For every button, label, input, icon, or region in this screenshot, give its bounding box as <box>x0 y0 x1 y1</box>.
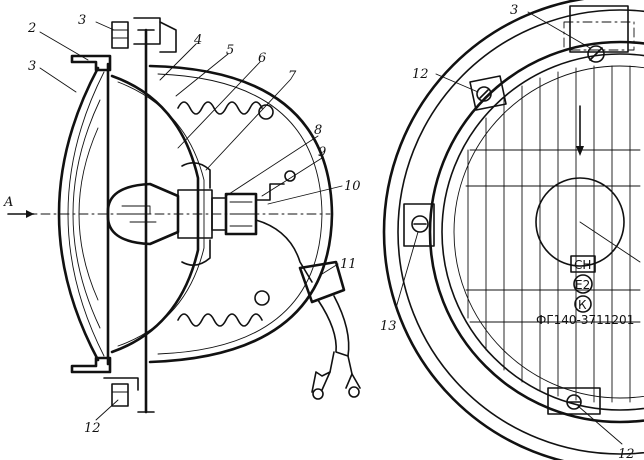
mark-part-number: ФГ140-3711201 <box>536 313 634 327</box>
bottom-lug <box>547 387 601 415</box>
callout-side-11: 11 <box>340 257 357 272</box>
left-screw <box>411 215 429 233</box>
upper-spring-eye <box>258 104 274 120</box>
mark-k-circle <box>574 295 592 313</box>
lens-flute-2 <box>78 127 99 301</box>
upper-left-screw <box>476 86 492 102</box>
callout-side-3-top: 3 <box>78 13 86 28</box>
socket <box>224 192 258 236</box>
bulb-filament-1 <box>121 205 151 215</box>
upper-left-screw-slot <box>479 89 489 99</box>
side-leaders <box>39 21 343 421</box>
callout-side-5: 5 <box>226 43 234 58</box>
lower-spring <box>177 313 263 327</box>
reflector-back <box>117 81 205 347</box>
front-leaders <box>395 11 623 445</box>
callout-front-3: 3 <box>510 3 518 18</box>
mark-e2-circle <box>573 274 593 294</box>
wire-lug <box>284 170 296 182</box>
housing-shell <box>148 64 334 364</box>
left-lug <box>403 203 435 247</box>
top-tab <box>569 5 629 53</box>
reflector-cut-line <box>579 221 641 263</box>
bottom-screw-head <box>111 383 129 407</box>
mark-k: К <box>578 298 587 312</box>
lens-horizontal-lines <box>465 149 641 323</box>
wire-terminal-1 <box>311 371 331 393</box>
callout-side-7: 7 <box>288 69 297 84</box>
bezel-ring <box>428 40 644 424</box>
side-view: 3 2 3 4 5 6 7 8 9 10 11 12 A <box>3 13 361 436</box>
bulb-glass <box>106 182 180 246</box>
terminal-eye-2 <box>348 386 360 398</box>
callout-front-13: 13 <box>380 319 397 334</box>
top-screw-slot <box>589 47 603 61</box>
rim-bottom <box>70 356 112 374</box>
lens-flutes <box>467 65 631 403</box>
lower-spring-eye <box>254 290 270 306</box>
callout-front-12-top: 12 <box>412 67 429 82</box>
wire-terminal-2 <box>345 373 361 389</box>
outer-ring <box>382 0 585 460</box>
top-screw <box>587 45 605 63</box>
holder-clip-bottom <box>181 239 211 266</box>
upper-left-lug <box>469 75 507 111</box>
lens-edge <box>441 53 644 411</box>
lens-outer <box>57 66 100 362</box>
reflector-centre <box>535 177 625 267</box>
terminal-eye-1 <box>312 388 324 400</box>
callout-side-4: 4 <box>193 33 202 48</box>
top-screw-head <box>111 21 129 49</box>
callout-side-3-lens: 3 <box>28 59 36 74</box>
callout-side-9: 9 <box>318 145 326 160</box>
holder-clip-top <box>181 162 211 189</box>
top-clip <box>159 21 177 53</box>
axis-arrow-head <box>26 210 34 218</box>
cable-sheath <box>317 295 350 357</box>
callout-side-10: 10 <box>344 179 361 194</box>
callout-front-12-bottom: 12 <box>618 447 635 460</box>
outer-ring-inner <box>397 9 644 455</box>
callout-side-12: 12 <box>84 421 101 436</box>
cable-wires <box>329 351 353 375</box>
callout-side-6: 6 <box>258 51 266 66</box>
lens-inner-ring <box>453 65 644 399</box>
bottom-bracket <box>103 377 139 391</box>
bottom-screw <box>566 394 582 410</box>
socket-wire-bottom <box>255 219 313 283</box>
lens-flute-1 <box>72 99 101 329</box>
flange-ends <box>137 29 155 413</box>
front-view: СН E2 К ФГ140-3711201 3 12 13 12 <box>380 0 644 460</box>
callout-side-2: 2 <box>27 21 36 36</box>
top-bracket <box>133 17 161 45</box>
mark-ch: СН <box>574 258 591 272</box>
housing-inner <box>157 73 323 355</box>
rim-top <box>70 54 112 72</box>
mark-ch-box <box>570 255 596 273</box>
callout-side-8: 8 <box>314 123 322 138</box>
socket-wire-top <box>255 183 285 201</box>
reflector <box>110 74 200 354</box>
mark-e2: E2 <box>575 278 590 292</box>
upper-spring <box>177 101 263 115</box>
axis-label-a: A <box>3 195 13 210</box>
lens-inner <box>67 71 105 357</box>
grommet <box>298 260 346 304</box>
lens-arrow-head <box>576 146 584 156</box>
